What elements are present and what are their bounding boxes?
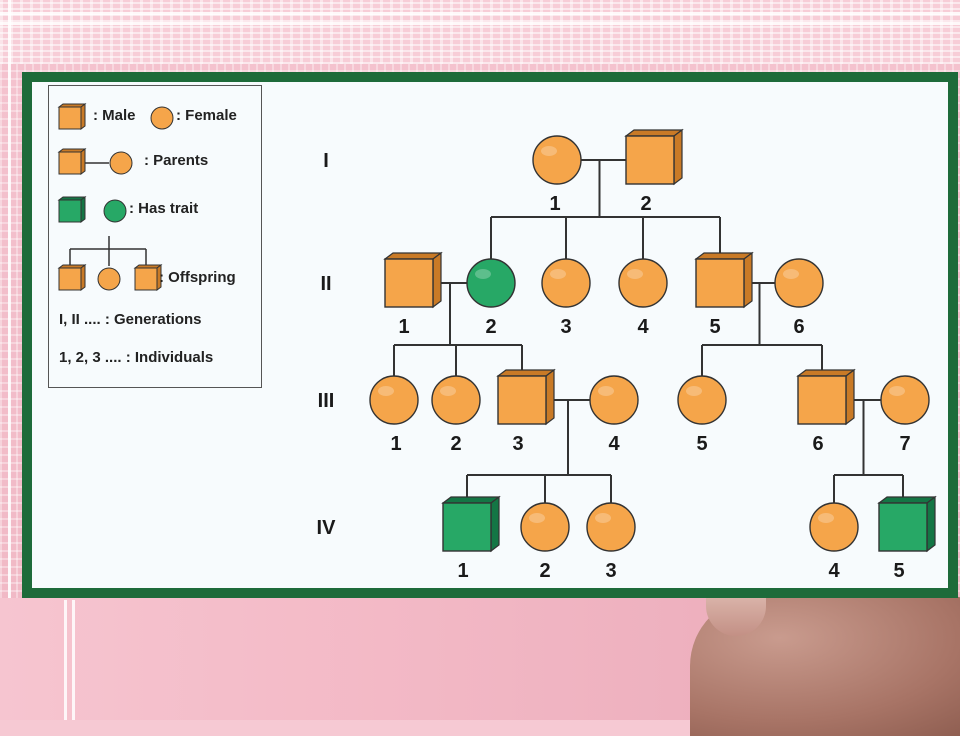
legend-trait-female-symbol (103, 199, 127, 223)
legend-male-label: : Male (93, 107, 136, 124)
individual-i-2 (624, 128, 684, 186)
individual-iii-5 (677, 375, 727, 425)
legend-offspring-label: : Offspring (159, 269, 236, 286)
individual-iv-4 (809, 502, 859, 552)
individual-number-label: 2 (450, 433, 461, 455)
individual-number-label: 1 (390, 433, 401, 455)
legend-offspring-male-symbol (57, 264, 87, 291)
individual-i-1 (532, 135, 582, 185)
background-top-band (0, 0, 960, 64)
legend-offspring-male-symbol (133, 264, 163, 291)
individual-iv-2 (520, 502, 570, 552)
individual-number-label: 1 (549, 193, 560, 215)
background-stripe (0, 12, 960, 15)
individual-number-label: 3 (560, 316, 571, 338)
individual-number-label: 6 (812, 433, 823, 455)
individual-iv-3 (586, 502, 636, 552)
individual-number-label: 3 (605, 560, 616, 582)
legend-symbols (57, 103, 174, 291)
individual-number-label: 5 (696, 433, 707, 455)
individual-iii-3 (496, 368, 556, 426)
individual-iii-2 (431, 375, 481, 425)
individual-iii-6 (796, 368, 856, 426)
background-stripe (8, 0, 11, 720)
individual-number-label: 5 (709, 316, 720, 338)
individual-number-label: 4 (828, 560, 840, 582)
legend-box: : Male : Female : Parents : Has trait : … (48, 85, 262, 388)
individual-number-label: 2 (539, 560, 550, 582)
legend-individuals-label: 1, 2, 3 .... : Individuals (59, 349, 214, 366)
legend-trait-male-symbol (57, 196, 87, 223)
generation-label: II (320, 273, 331, 295)
individual-iii-1 (369, 375, 419, 425)
legend-female-symbol (150, 106, 174, 130)
legend-female-label: : Female (176, 107, 237, 124)
legend-parents-label: : Parents (144, 152, 209, 169)
generation-label: III (318, 390, 335, 412)
individual-iii-7 (880, 375, 930, 425)
individual-number-label: 4 (608, 433, 620, 455)
individual-number-label: 5 (893, 560, 904, 582)
background-stripe (64, 600, 67, 720)
individual-number-label: 4 (637, 316, 649, 338)
individual-ii-3 (541, 258, 591, 308)
legend-generations-label: I, II .... : Generations (59, 311, 202, 328)
individual-number-label: 2 (640, 193, 651, 215)
background-stripe (0, 22, 960, 25)
individual-iv-1 (441, 495, 501, 553)
individual-ii-5 (694, 251, 754, 309)
individual-number-label: 6 (793, 316, 804, 338)
pedigree-individuals (369, 128, 937, 553)
generation-label: IV (317, 517, 337, 539)
individual-iv-5 (877, 495, 937, 553)
individual-number-label: 3 (512, 433, 523, 455)
individual-ii-2 (466, 258, 516, 308)
legend-parent-male-symbol (57, 148, 87, 175)
legend-trait-label: : Has trait (129, 200, 199, 217)
legend-offspring-female-symbol (97, 267, 121, 291)
legend-parent-female-symbol (109, 151, 133, 175)
individual-ii-1 (383, 251, 443, 309)
individual-iii-4 (589, 375, 639, 425)
individual-ii-6 (774, 258, 824, 308)
legend-male-symbol (57, 103, 87, 130)
individual-number-label: 7 (899, 433, 910, 455)
individual-number-label: 1 (457, 560, 468, 582)
individual-number-label: 1 (398, 316, 409, 338)
generation-label: I (323, 150, 329, 172)
individual-number-label: 2 (485, 316, 496, 338)
individual-ii-4 (618, 258, 668, 308)
background-stripe (72, 600, 75, 720)
